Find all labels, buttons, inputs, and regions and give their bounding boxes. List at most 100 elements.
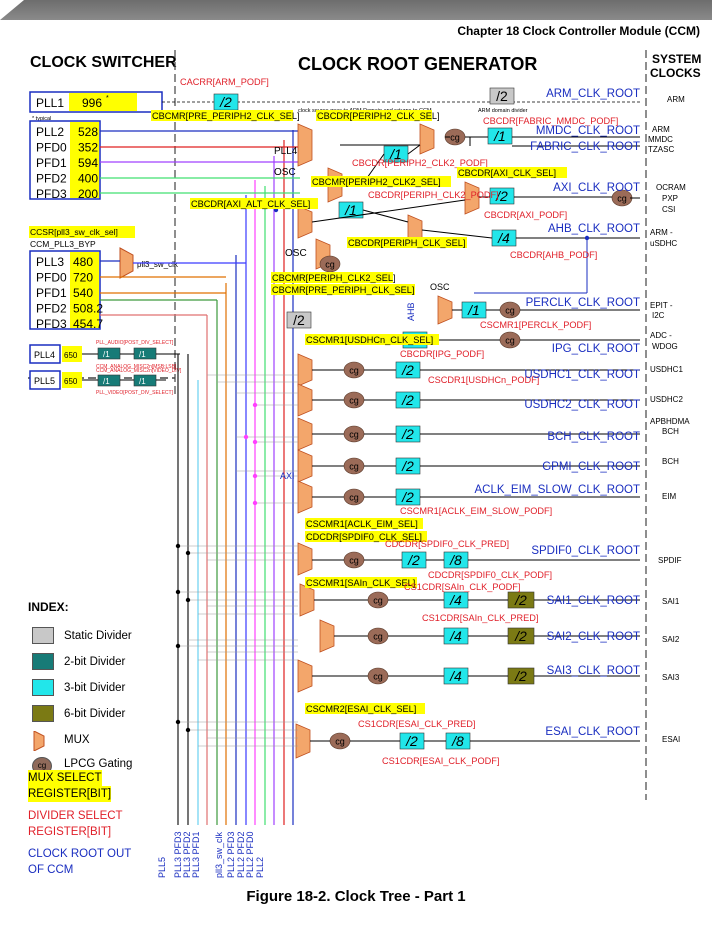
cbcmr-pre-periph2-label-bg bbox=[151, 110, 293, 121]
sys-sai2: SAI2 bbox=[662, 635, 680, 644]
esai-pred-divider-label: /2 bbox=[405, 733, 418, 749]
pll2-row-name: PLL2 bbox=[36, 125, 64, 139]
bottom-source-label: PLL3 PFD3 bbox=[173, 831, 183, 878]
junction-dot bbox=[243, 434, 249, 440]
sai-podf-divider-label: /2 bbox=[514, 628, 527, 644]
junction-dot bbox=[252, 473, 258, 479]
cscmr1-perclk-label: CSCMR1[PERCLK_PODF] bbox=[480, 320, 591, 330]
lpcg-gate-label: cg bbox=[335, 737, 345, 747]
bottom-source-label: PLL2 PFD3 bbox=[226, 831, 236, 878]
spdif-mux bbox=[297, 542, 313, 576]
legend-swatch bbox=[32, 653, 54, 670]
axi-divider-label: /2 bbox=[495, 188, 508, 204]
sys-sai1: SAI1 bbox=[662, 597, 680, 606]
pll4-name: PLL4 bbox=[34, 350, 55, 360]
cbcdr-periph2-label-bg bbox=[316, 110, 432, 121]
cbcdr-axi-podf-label: CBCDR[AXI_PODF] bbox=[484, 210, 567, 220]
sys-adc: ADC - bbox=[650, 331, 672, 340]
cscmr1-usdhc-sel-label-bg bbox=[305, 334, 439, 345]
arm-div-note: ARM domain divider bbox=[478, 108, 528, 114]
peripheral-mux bbox=[297, 417, 313, 451]
sys-mmdc: MMDC bbox=[648, 135, 673, 144]
pre-periph2-mux bbox=[297, 123, 313, 167]
lpcg-gate-label: cg bbox=[373, 672, 383, 682]
axi-input-label: AXI bbox=[280, 471, 295, 481]
system-clocks-header-1: SYSTEM bbox=[652, 52, 702, 66]
osc-input-label-3: OSC bbox=[430, 282, 450, 292]
lpcg-gate-label: cg bbox=[505, 306, 515, 316]
sys-usdhc1: USDHC1 bbox=[650, 365, 683, 374]
pll3-row-name: PFD3 bbox=[36, 317, 67, 331]
legend-root-out-2: OF CCM bbox=[28, 864, 74, 876]
pll3-row-name: PLL3 bbox=[36, 255, 64, 269]
pll2-row-name: PFD3 bbox=[36, 187, 67, 201]
ahb-divider-label: /4 bbox=[497, 230, 510, 246]
pll2-row-value: 594 bbox=[78, 156, 98, 170]
esai-mux bbox=[295, 723, 311, 759]
sai-pred-divider-label: /4 bbox=[449, 592, 462, 608]
cs1cdr-esai-pred-label: CS1CDR[ESAI_CLK_PRED] bbox=[358, 719, 475, 729]
ahb-label: AHB bbox=[406, 302, 416, 321]
sys-wdog: WDOG bbox=[652, 342, 678, 351]
cbcdr-periph-sel-label: CBCDR[PERIPH_CLK_SEL] bbox=[348, 238, 465, 248]
sys-pxp: PXP bbox=[662, 194, 678, 203]
sys-usdhc2: USDHC2 bbox=[650, 395, 683, 404]
junction-dot bbox=[252, 439, 258, 445]
junction-dot bbox=[175, 589, 181, 595]
pll5-value: 650 bbox=[64, 377, 78, 386]
pll3-byp-label: CCM_PLL3_BYP bbox=[30, 239, 96, 249]
svg-text:/1: /1 bbox=[139, 350, 146, 359]
pll3-sw-clk-label: pll3_sw_clk bbox=[137, 260, 179, 269]
cdcdr-spdif-sel-label-bg bbox=[305, 531, 427, 542]
perclk-mux bbox=[437, 295, 453, 325]
pll2-row-value: 400 bbox=[78, 172, 98, 186]
bottom-source-label: PLL2 bbox=[255, 857, 265, 878]
root-esai: ESAI_CLK_ROOT bbox=[545, 726, 640, 738]
lpcg-gate-label: cg bbox=[373, 596, 383, 606]
pll5-reg-top: CCM_ANALOG_MISC2n[VIDEO_DIV] bbox=[96, 368, 182, 374]
pll4-reg-top: PLL_AUDIO[POST_DIV_SELECT] bbox=[96, 340, 174, 346]
static-divider-label: /2 bbox=[293, 312, 305, 328]
root-bch: BCH_CLK_ROOT bbox=[547, 431, 640, 443]
cscmr1-usdhc-sel-label: CSCMR1[USDHCn_CLK_SEL] bbox=[306, 335, 433, 345]
legend-item: Static Divider bbox=[28, 626, 132, 652]
bottom-source-label: PLL3 PFD1 bbox=[191, 831, 201, 878]
root-perclk: PERCLK_CLK_ROOT bbox=[526, 297, 640, 309]
cscmr2-esai-sel-label: CSCMR2[ESAI_CLK_SEL] bbox=[306, 704, 416, 714]
cbcdr-axi-sel-label-bg bbox=[457, 167, 567, 178]
pll1-note: * typical bbox=[32, 116, 51, 122]
wire bbox=[311, 199, 466, 223]
svg-text:/1: /1 bbox=[103, 350, 110, 359]
junction-dot bbox=[185, 727, 191, 733]
perclk-divider-label: /1 bbox=[467, 302, 480, 318]
cdcdr-spdif-podf-label: CDCDR[SPDIF0_CLK_PODF] bbox=[428, 570, 552, 580]
cscmr1-sain-sel-label: CSCMR1[SAIn_CLK_SEL] bbox=[306, 578, 415, 588]
sai-podf-divider-label: /2 bbox=[514, 592, 527, 608]
sys-ocram: OCRAM bbox=[656, 183, 686, 192]
root-arm: ARM_CLK_ROOT bbox=[546, 88, 640, 100]
sys-apbhdma: APBHDMA bbox=[650, 417, 690, 426]
lpcg-gate-label: cg bbox=[349, 396, 359, 406]
bottom-source-label: PLL5 bbox=[157, 857, 167, 878]
pll2-row-name: PFD1 bbox=[36, 156, 67, 170]
sys-usdhc: uSDHC bbox=[650, 239, 677, 248]
cscmr2-esai-sel-label-bg bbox=[305, 703, 425, 714]
axi-mux bbox=[464, 181, 480, 215]
wire bbox=[407, 144, 421, 155]
pll3-row-value: 508.2 bbox=[73, 302, 103, 316]
pll2-row-value: 200 bbox=[78, 187, 98, 201]
arm-static-label: /2 bbox=[496, 88, 508, 104]
root-usdhc2: USDHC2_CLK_ROOT bbox=[524, 399, 640, 411]
pll3-row-name: PFD0 bbox=[36, 271, 67, 285]
peripheral-mux bbox=[297, 449, 313, 483]
root-mmdc: MMDC_CLK_ROOT bbox=[536, 125, 640, 137]
cdcdr-spdif-sel-label: CDCDR[SPDIF0_CLK_SEL] bbox=[306, 532, 422, 542]
legend-label: 2-bit Divider bbox=[64, 656, 126, 668]
legend-label: 6-bit Divider bbox=[64, 708, 126, 720]
pll4-value: 650 bbox=[64, 351, 78, 360]
cbcmr-pre-periph-label: CBCMR[PRE_PERIPH_CLK_SEL] bbox=[272, 285, 414, 295]
legend-div-select-1: DIVIDER SELECT bbox=[28, 810, 123, 822]
sys-bch2: BCH bbox=[662, 457, 679, 466]
